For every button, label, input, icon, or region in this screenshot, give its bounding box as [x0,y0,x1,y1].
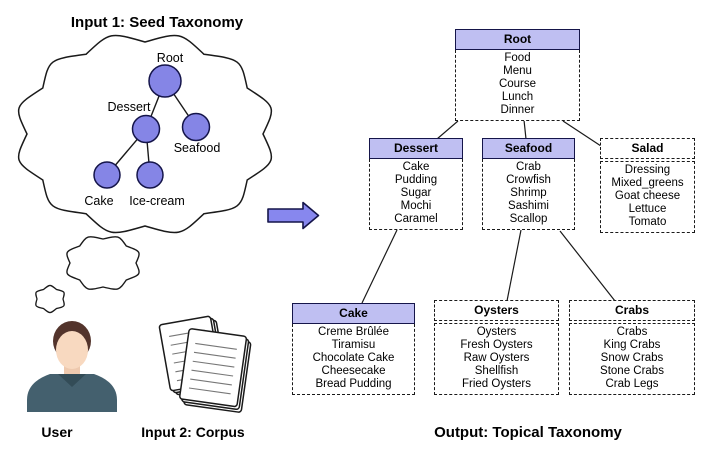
taxonomy-box-root-title: Root [455,29,580,50]
taxonomy-box-cake-items: Creme Brûlée Tiramisu Chocolate Cake Che… [292,324,415,395]
taxonomy-item: Sugar [400,186,432,199]
node-dessert [131,114,161,144]
taxonomy-item: Crabs [616,326,648,338]
taxonomy-item: Mixed_greens [611,176,684,189]
taxonomy-item: Mochi [400,199,432,212]
taxonomy-item: Fresh Oysters [460,338,533,351]
node-label-icecream: Ice-cream [129,194,185,208]
taxonomy-item: Crowfish [506,173,551,186]
taxonomy-item: Course [498,77,537,90]
taxonomy-box-oysters: Oysters Oysters Fresh Oysters Raw Oyster… [434,300,559,395]
user-label: User [41,424,73,440]
taxonomy-item: Dinner [500,103,535,116]
taxonomy-item: Snow Crabs [600,351,664,364]
corpus-documents-icon [158,315,252,413]
taxonomy-box-root: Root Food Menu Course Lunch Dinner [455,29,580,121]
node-root [148,64,182,98]
taxonomy-item: Sashimi [508,199,549,212]
taxonomy-item: Crab [516,161,541,173]
taxonomy-box-crabs-items: Crabs King Crabs Snow Crabs Stone Crabs … [569,323,695,395]
taxonomy-box-salad-items: Dressing Mixed_greens Goat cheese Lettuc… [600,161,695,233]
taxonomy-box-cake: Cake Creme Brûlée Tiramisu Chocolate Cak… [292,303,415,395]
taxonomy-item: King Crabs [603,338,661,351]
taxonomy-item: Raw Oysters [463,351,530,364]
taxonomy-box-seafood-title: Seafood [482,138,575,159]
taxonomy-item: Oysters [476,326,517,338]
seed-tree-nodes [93,64,211,189]
taxonomy-box-dessert: Dessert Cake Pudding Sugar Mochi Caramel [369,138,463,230]
taxonomy-box-salad-title: Salad [600,138,695,159]
taxonomy-box-cake-title: Cake [292,303,415,324]
taxonomy-box-oysters-title: Oysters [434,300,559,321]
taxonomy-item: Caramel [394,212,438,225]
taxonomy-item: Cake [402,161,430,173]
taxonomy-item: Shrimp [510,186,547,199]
taxonomy-item: Bread Pudding [315,377,392,390]
node-label-dessert: Dessert [107,100,151,114]
taxonomy-box-salad: Salad Dressing Mixed_greens Goat cheese … [600,138,695,233]
taxonomy-item: Food [504,52,531,64]
node-icecream [136,161,164,189]
output-tree-connectors [361,119,616,304]
node-cake [93,161,121,189]
node-label-cake: Cake [84,194,114,208]
taxonomy-box-seafood: Seafood Crab Crowfish Shrimp Sashimi Sca… [482,138,575,230]
taxonomy-item: Dressing [624,164,671,176]
node-label-root: Root [156,51,184,65]
taxonomy-item: Fried Oysters [461,377,531,390]
taxonomy-item: Shellfish [474,364,519,377]
output-taxonomy-title: Output: Topical Taxonomy [434,424,622,441]
taxonomy-box-root-items: Food Menu Course Lunch Dinner [455,50,580,121]
thought-bubble-medium-icon [66,236,140,290]
taxonomy-item: Menu [503,64,532,77]
taxonomy-box-seafood-items: Crab Crowfish Shrimp Sashimi Scallop [482,159,575,230]
corpus-label: Input 2: Corpus [141,424,245,440]
taxonomy-item: Crab Legs [605,377,659,390]
seed-taxonomy-title: Input 1: Seed Taxonomy [70,14,244,31]
user-avatar-icon [27,321,117,412]
taxonomy-box-dessert-title: Dessert [369,138,463,159]
taxonomy-item: Pudding [394,173,438,186]
taxonomy-item: Tomato [628,215,667,228]
taxonomy-item: Creme Brûlée [318,326,389,338]
taxonomy-box-crabs-title: Crabs [569,300,695,321]
taxonomy-item: Tiramisu [331,338,376,351]
transform-arrow-icon [267,201,320,230]
taxonomy-item: Lunch [501,90,534,103]
taxonomy-item: Scallop [509,212,548,225]
node-seafood [181,112,211,142]
node-label-seafood: Seafood [173,141,221,155]
taxonomy-box-oysters-items: Oysters Fresh Oysters Raw Oysters Shellf… [434,323,559,395]
taxonomy-item: Chocolate Cake [312,351,395,364]
taxonomy-item: Goat cheese [614,189,681,202]
taxonomy-item: Stone Crabs [600,364,664,377]
thought-bubble-small-icon [35,284,65,314]
taxonomy-item: Lettuce [628,202,667,215]
taxonomy-item: Cheesecake [321,364,386,377]
taxonomy-box-crabs: Crabs Crabs King Crabs Snow Crabs Stone … [569,300,695,395]
taxonomy-box-dessert-items: Cake Pudding Sugar Mochi Caramel [369,159,463,230]
